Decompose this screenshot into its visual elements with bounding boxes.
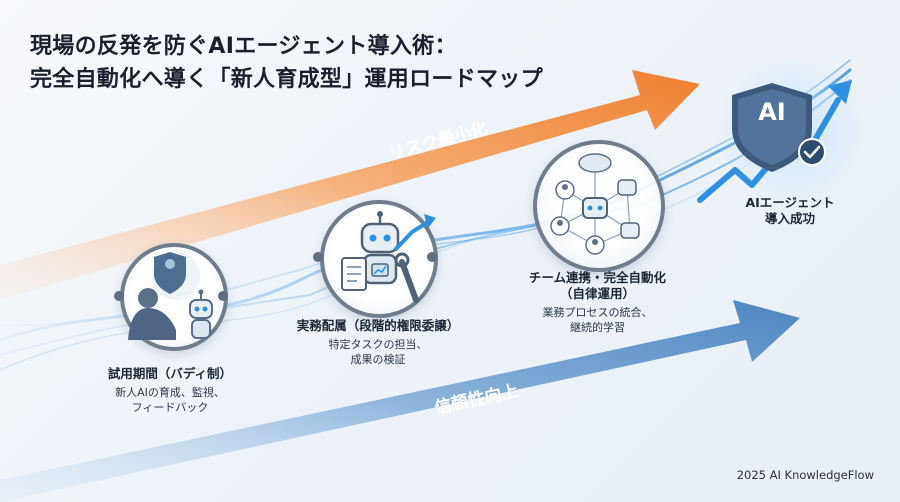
goal-label: AIエージェント 導入成功	[735, 195, 845, 227]
goal-line-1: AIエージェント	[745, 195, 835, 210]
step-2-desc-line-1: 特定タスクの担当、	[328, 338, 428, 351]
robot-clipboard-illustration	[341, 211, 436, 303]
step-2-connector-dot	[427, 252, 437, 262]
goal-badge-text: AI	[758, 98, 786, 126]
risk-arrow	[0, 70, 700, 300]
step-2-description: 特定タスクの担当、 成果の検証	[293, 337, 463, 367]
goal-arrowhead	[828, 80, 852, 104]
step-2-connector-dot	[313, 252, 323, 262]
step-3-desc-line-2: 継続的学習	[570, 321, 625, 334]
step-1-connector-dot	[218, 291, 228, 301]
step-3-description: 業務プロセスの統合、 継続的学習	[515, 305, 680, 335]
step-1-title: 試用期間（バディ制）	[107, 366, 233, 381]
step-1-text: 試用期間（バディ制） 新人AIの育成、監視、 フィードバック	[95, 366, 245, 415]
footer-credit: 2025 AI KnowledgeFlow	[736, 468, 874, 482]
step-3-title: チーム連携・完全自動化	[528, 270, 667, 285]
buddy-illustration	[128, 252, 213, 340]
team-network-illustration	[550, 153, 640, 255]
title-line-2: 完全自動化へ導く「新人育成型」運用ロードマップ	[30, 67, 543, 92]
step-2-desc-line-2: 成果の検証	[350, 353, 406, 366]
goal-line-2: 導入成功	[764, 211, 815, 226]
step-3-text: チーム連携・完全自動化 （自律運用） 業務プロセスの統合、 継続的学習	[515, 270, 680, 335]
title-line-1: 現場の反発を防ぐAIエージェント導入術：	[30, 34, 457, 59]
page-title: 現場の反発を防ぐAIエージェント導入術： 完全自動化へ導く「新人育成型」運用ロー…	[30, 30, 543, 96]
step-1-connector-dot	[114, 291, 124, 301]
step-1-desc-line-2: フィードバック	[131, 401, 209, 414]
step-2-text: 実務配属（段階的権限委譲） 特定タスクの担当、 成果の検証	[293, 318, 463, 367]
step-1-desc-line-1: 新人AIの育成、監視、	[115, 386, 225, 399]
step-3-desc-line-1: 業務プロセスの統合、	[542, 306, 653, 319]
step-2-title: 実務配属（段階的権限委譲）	[296, 318, 460, 333]
step-3-subtitle: （自律運用）	[559, 286, 635, 301]
goal-badge-icon	[732, 83, 826, 172]
step-1-description: 新人AIの育成、監視、 フィードバック	[95, 385, 245, 415]
trust-arrow	[0, 300, 800, 502]
